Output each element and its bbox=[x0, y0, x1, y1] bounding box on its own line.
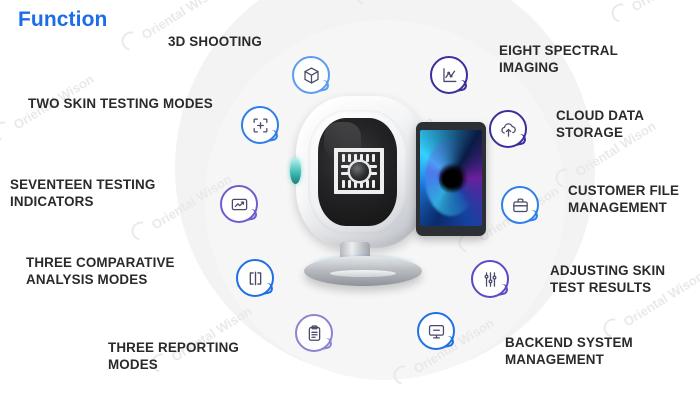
feature-label-adjusting-skin-test-results: ADJUSTING SKIN TEST RESULTS bbox=[550, 263, 666, 295]
feature-label-seventeen-testing-indicators: SEVENTEEN TESTING INDICATORS bbox=[10, 177, 156, 209]
chart-frame-icon bbox=[231, 198, 247, 210]
feature-icon-backend-system-management[interactable] bbox=[417, 312, 456, 350]
feature-label-backend-system-management: BACKEND SYSTEM MANAGEMENT bbox=[505, 335, 633, 367]
side-led-indicator bbox=[290, 158, 301, 184]
skin-analyzer-device bbox=[288, 96, 493, 286]
feature-icon-three-comparative-analysis-modes[interactable] bbox=[236, 259, 275, 297]
cloud-upload-icon bbox=[500, 122, 516, 137]
feature-label-customer-file-management: CUSTOMER FILE MANAGEMENT bbox=[568, 183, 680, 215]
focus-target-icon bbox=[253, 118, 267, 132]
swirl-logo-icon bbox=[118, 27, 145, 55]
feature-label-cloud-data-storage: CLOUD DATA STORAGE bbox=[556, 108, 645, 140]
swirl-logo-icon bbox=[0, 117, 17, 145]
clipboard-report-icon bbox=[308, 324, 320, 341]
swirl-logo-icon bbox=[608, 0, 635, 27]
sliders-equalizer-icon bbox=[484, 271, 496, 287]
line-chart-axis-icon bbox=[442, 67, 456, 82]
device-stand bbox=[304, 256, 422, 286]
feature-label-3d-shooting: 3D SHOOTING bbox=[168, 34, 262, 49]
cube-3d-icon bbox=[303, 66, 319, 84]
feature-icon-eight-spectral-imaging[interactable] bbox=[430, 56, 469, 94]
feature-icon-two-skin-testing-modes[interactable] bbox=[241, 106, 280, 144]
camera-lens bbox=[350, 162, 369, 181]
feature-icon-seventeen-testing-indicators[interactable] bbox=[220, 185, 259, 223]
feature-icon-three-reporting-modes[interactable] bbox=[295, 314, 334, 352]
tablet-screen bbox=[420, 130, 482, 226]
briefcase-file-icon bbox=[512, 198, 528, 212]
feature-label-two-skin-testing-modes: TWO SKIN TESTING MODES bbox=[28, 96, 213, 111]
feature-label-eight-spectral-imaging: EIGHT SPECTRAL IMAGING bbox=[499, 43, 618, 75]
feature-icon-customer-file-management[interactable] bbox=[501, 186, 540, 224]
watermark: Oriental Wison bbox=[608, 0, 700, 27]
feature-label-three-comparative-analysis-modes: THREE COMPARATIVE ANALYSIS MODES bbox=[26, 255, 175, 287]
feature-icon-adjusting-skin-test-results[interactable] bbox=[471, 260, 510, 298]
split-compare-icon bbox=[249, 271, 261, 285]
feature-label-three-reporting-modes: THREE REPORTING MODES bbox=[108, 340, 239, 372]
swirl-logo-icon bbox=[128, 217, 155, 245]
feature-icon-3d-shooting[interactable] bbox=[292, 56, 331, 94]
feature-icon-cloud-data-storage[interactable] bbox=[489, 110, 528, 148]
attached-tablet bbox=[416, 122, 486, 236]
camera-lens-frame bbox=[334, 148, 384, 194]
page-title: Function bbox=[18, 8, 108, 31]
monitor-desktop-icon bbox=[428, 324, 444, 338]
